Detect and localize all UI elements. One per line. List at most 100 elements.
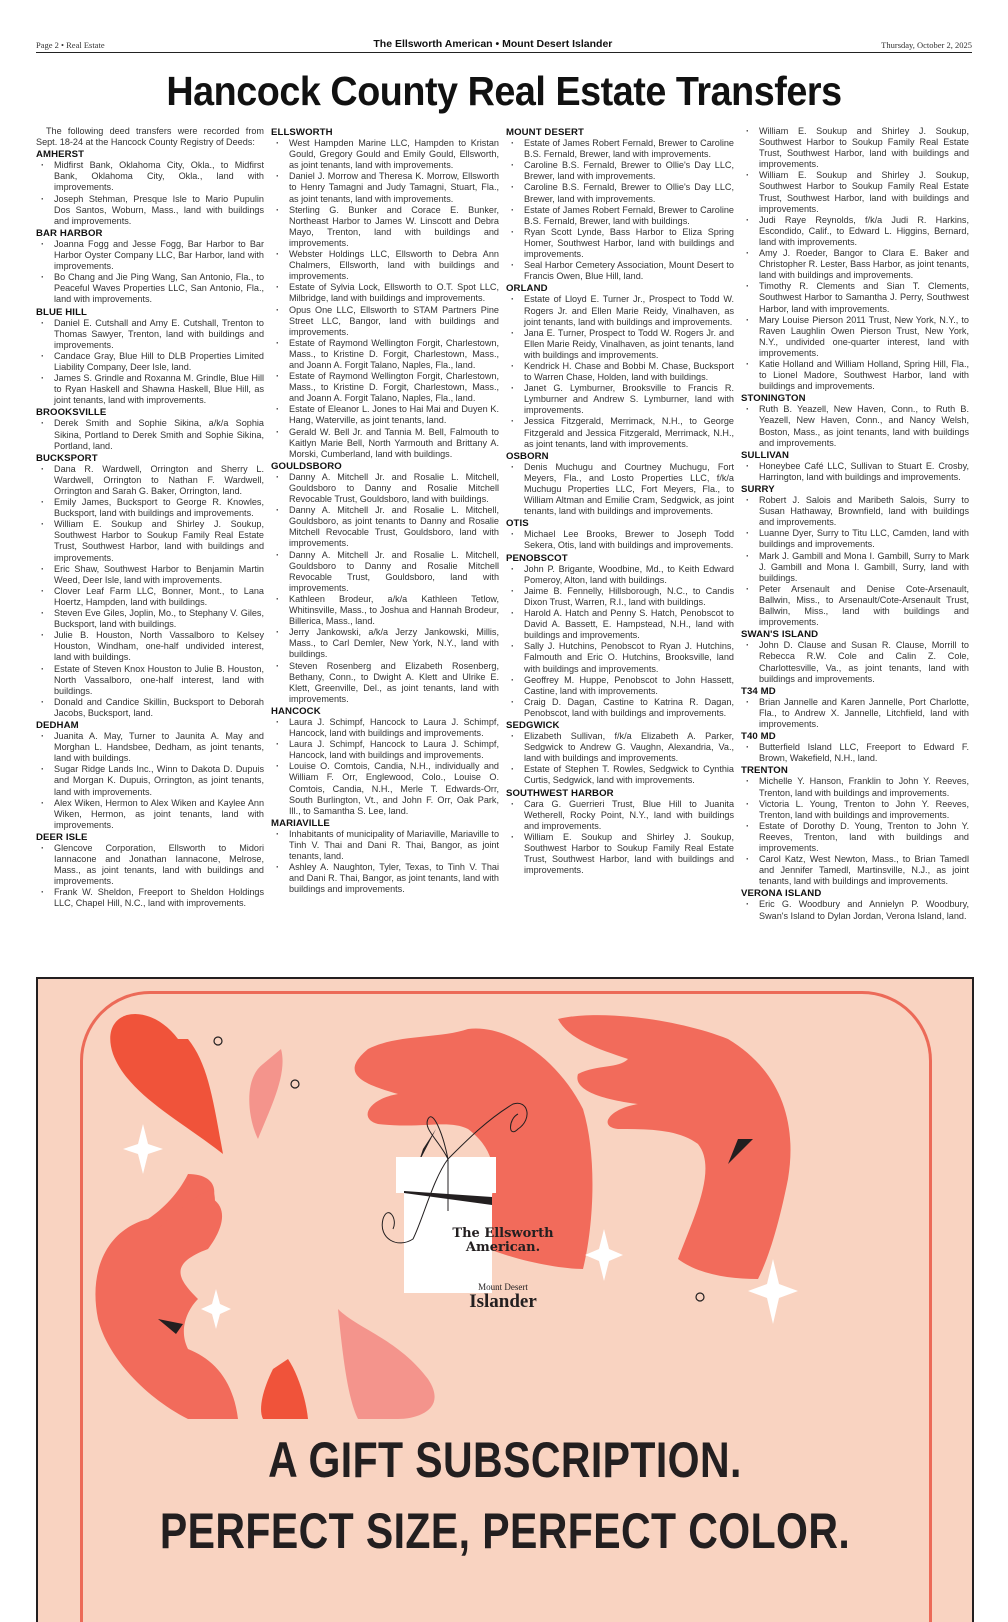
gift-box-lid [396,1157,496,1193]
town-heading: DEDHAM [36,719,79,731]
transfer-entry: Caroline B.S. Fernald, Brewer to Ollie's… [506,182,734,204]
transfer-list: John D. Clause and Susan R. Clause, Morr… [741,640,969,684]
transfer-entry: Joseph Stehman, Presque Isle to Mario Pu… [36,194,264,227]
transfer-entry: Victoria L. Young, Trenton to John Y. Re… [741,799,969,821]
transfer-list: Brian Jannelle and Karen Jannelle, Port … [741,697,969,730]
transfer-entry: Estate of Stephen T. Rowles, Sedgwick to… [506,764,734,786]
hand-icon [558,1015,791,1279]
town-heading: GOULDSBORO [271,460,342,472]
town-heading: TRENTON [741,765,788,777]
sparkle-icon [585,1229,623,1281]
transfer-entry: Peter Arsenault and Denise Cote-Arsenaul… [741,584,969,628]
transfer-entry: James S. Grindle and Roxanna M. Grindle,… [36,373,264,406]
transfer-entry: Janet G. Lymburner, Brooksville to Franc… [506,383,734,416]
transfer-entry: Derek Smith and Sophie Sikina, a/k/a Sop… [36,418,264,451]
town-heading: BUCKSPORT [36,452,98,464]
hand-icon [158,1189,215,1229]
transfer-entry: Juanita A. May, Turner to Jaunita A. May… [36,731,264,764]
transfer-entry: Estate of James Robert Fernald, Brewer t… [506,205,734,227]
transfer-entry: Estate of Steven Knox Houston to Julie B… [36,664,264,697]
ad-headline-line-2: PERFECT SIZE, PERFECT COLOR. [159,1503,851,1559]
ad-headline-line-1: A GIFT SUBSCRIPTION. [268,1432,742,1488]
transfer-entry: Dana R. Wardwell, Orrington and Sherry L… [36,464,264,497]
transfer-entry: Robert J. Salois and Maribeth Salois, Su… [741,495,969,528]
transfer-list: West Hampden Marine LLC, Hampden to Kris… [271,138,499,460]
town-heading: OTIS [506,518,529,530]
transfer-entry: Estate of Dorothy D. Young, Trenton to J… [741,821,969,854]
transfer-entry: Louise O. Comtois, Candia, N.H., individ… [271,761,499,816]
transfer-list: Michael Lee Brooks, Brewer to Joseph Tod… [506,529,734,551]
town-heading: HANCOCK [271,705,321,717]
transfer-entry: Clover Leaf Farm LLC, Bonner, Mont., to … [36,586,264,608]
splash-icon [338,1309,435,1419]
hand-icon [354,1028,593,1269]
transfer-list: Ruth B. Yeazell, New Haven, Conn., to Ru… [741,404,969,448]
transfer-entry: Sally J. Hutchins, Penobscot to Ryan J. … [506,641,734,674]
transfer-entry: Butterfield Island LLC, Freeport to Edwa… [741,742,969,764]
transfer-list: Glencove Corporation, Ellsworth to Midor… [36,843,264,910]
transfer-entry: Candace Gray, Blue Hill to DLB Propertie… [36,351,264,373]
transfer-list: Laura J. Schimpf, Hancock to Laura J. Sc… [271,717,499,817]
transfer-entry: Estate of Raymond Wellington Forgit, Cha… [271,338,499,371]
gift-box-illustration [158,1015,791,1293]
sparkle-icon [748,1259,798,1324]
transfer-entry: John P. Brigante, Woodbine, Md., to Keit… [506,564,734,586]
hand-shadow [728,1139,753,1164]
town-heading: T34 MD [741,685,776,697]
page-title: Hancock County Real Estate Transfers [166,68,842,114]
transfer-entry: Danny A. Mitchell Jr. and Rosalie L. Mit… [271,550,499,594]
transfer-entry: Eric G. Woodbury and Annielyn P. Woodbur… [741,899,969,921]
transfer-entry: Steven Rosenberg and Elizabeth Rosenberg… [271,661,499,705]
drop-icon [249,1049,283,1139]
ribbon-string [447,1102,528,1160]
column-2: ELLSWORTHWest Hampden Marine LLC, Hampde… [271,126,499,922]
transfer-entry: Alex Wiken, Hermon to Alex Wiken and Kay… [36,798,264,831]
gift-subscription-ad[interactable]: The Ellsworth American. Mount Desert Isl… [36,977,974,1622]
transfer-list: Denis Muchugu and Courtney Muchugu, Fort… [506,462,734,517]
town-heading: SULLIVAN [741,449,790,461]
transfer-entry: Jaime B. Fennelly, Hillsborough, N.C., t… [506,586,734,608]
transfer-list: Dana R. Wardwell, Orrington and Sherry L… [36,464,264,719]
confetti-circle [213,1036,223,1046]
transfer-entry: Harold A. Hatch and Penny S. Hatch, Peno… [506,608,734,641]
transfer-entry: Gerald W. Bell Jr. and Tannia M. Bell, F… [271,427,499,460]
logo-line-1: The Ellsworth [452,1226,554,1241]
town-heading: BROOKSVILLE [36,407,107,419]
transfer-list: Robert J. Salois and Maribeth Salois, Su… [741,495,969,628]
transfer-entry: Eric Shaw, Southwest Harbor to Benjamin … [36,564,264,586]
town-heading: ORLAND [506,283,548,295]
town-heading: PENOBSCOT [506,552,568,564]
transfer-list: Michelle Y. Hanson, Franklin to John Y. … [741,776,969,887]
transfer-list: Inhabitants of municipality of Mariavill… [271,829,499,896]
town-heading: SWAN'S ISLAND [741,629,819,641]
hand-shadow [158,1319,183,1334]
transfer-entry: William E. Soukup and Shirley J. Soukup,… [741,170,969,214]
transfer-list: Butterfield Island LLC, Freeport to Edwa… [741,742,969,764]
transfer-list: Honeybee Café LLC, Sullivan to Stuart E.… [741,461,969,483]
transfer-list: William E. Soukup and Shirley J. Soukup,… [741,126,969,392]
hand-icon [95,1174,238,1419]
transfer-entry: John D. Clause and Susan R. Clause, Morr… [741,640,969,684]
masthead: Page 2 • Real Estate The Ellsworth Ameri… [36,36,972,53]
transfer-entry: Amy J. Roeder, Bangor to Clara E. Baker … [741,248,969,281]
town-heading: MOUNT DESERT [506,127,584,138]
town-heading: BLUE HILL [36,306,87,318]
transfer-entry: Bo Chang and Jie Ping Wang, San Antonio,… [36,272,264,305]
issue-date: Thursday, October 2, 2025 [881,40,972,50]
transfer-entry: Geoffrey M. Huppe, Penobscot to John Has… [506,675,734,697]
transfer-entry: Katie Holland and William Holland, Sprin… [741,359,969,392]
sparkle-icon [123,1124,163,1174]
islander-logo: Islander [469,1291,537,1312]
hand-shadow [418,1129,436,1164]
transfer-entry: Danny A. Mitchell Jr. and Rosalie L. Mit… [271,505,499,549]
transfer-entry: Emily James, Bucksport to George R. Know… [36,497,264,519]
heart-icon [110,1013,223,1154]
town-heading: MARIAVILLE [271,817,330,829]
transfer-entry: Sugar Ridge Lands Inc., Winn to Dakota D… [36,764,264,797]
transfer-entry: Sterling G. Bunker and Corace E. Bunker,… [271,205,499,249]
publication-name: The Ellsworth American • Mount Desert Is… [373,38,613,50]
transfer-list: Daniel E. Cutshall and Amy E. Cutshall, … [36,318,264,407]
transfer-entry: Jerry Jankowski, a/k/a Jerzy Jankowski, … [271,627,499,660]
transfer-entry: Joanna Fogg and Jesse Fogg, Bar Harbor t… [36,239,264,272]
town-heading: OSBORN [506,450,549,462]
